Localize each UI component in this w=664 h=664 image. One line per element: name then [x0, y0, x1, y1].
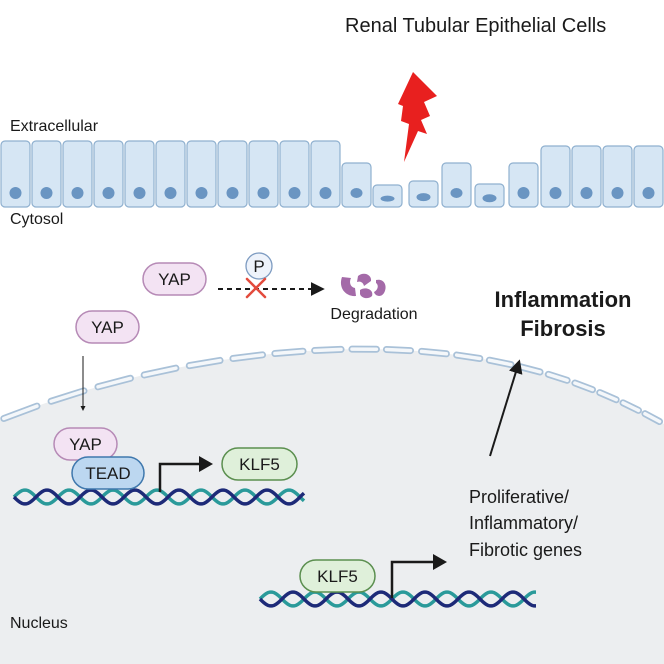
transcription-arrowhead-klf5	[199, 456, 213, 472]
cell-nucleus	[611, 187, 624, 199]
cell-nucleus	[350, 188, 363, 198]
cell-nucleus	[164, 187, 177, 199]
nuclear-pore-segment-inner	[142, 366, 178, 377]
phosphate-label: P	[253, 257, 264, 276]
nuclear-pore-segment-inner	[518, 364, 542, 374]
phosphate-circle	[245, 252, 273, 280]
tead-pill	[71, 456, 145, 490]
epithelial-cell-layer	[0, 140, 664, 208]
nuclear-pore-segment-inner	[643, 411, 662, 424]
nucleus-label: Nucleus	[10, 615, 68, 632]
transcription-arrow-genes	[390, 560, 437, 598]
klf5-product-label: KLF5	[239, 455, 280, 474]
epithelial-cell	[0, 140, 31, 208]
epithelial-cell	[248, 140, 279, 208]
epithelial-cell	[93, 140, 124, 208]
nuclear-pore-segment-inner	[598, 390, 618, 402]
nuclear-pore-segment-inner	[312, 347, 343, 353]
epithelial-cell	[217, 140, 248, 208]
nuclear-pore-segment-inner	[49, 389, 86, 403]
diagram-title: Renal Tubular Epithelial Cells	[345, 15, 606, 37]
tead-label: TEAD	[85, 464, 130, 483]
nuclear-pore-segment-inner	[546, 372, 569, 383]
nuclear-pore-segment-inner	[487, 358, 513, 367]
cell-nucleus	[71, 187, 84, 199]
epithelial-cell	[186, 140, 217, 208]
epithelial-cell	[571, 145, 602, 208]
yap-cytosol-label: YAP	[158, 270, 191, 289]
outcome-inflammation: Inflammation	[495, 287, 632, 312]
cell-nucleus	[288, 187, 301, 199]
epithelial-cell	[633, 145, 664, 208]
cell-nucleus	[40, 187, 53, 199]
cell-nucleus	[226, 187, 239, 199]
dna-strand-b	[258, 590, 536, 608]
cell-nucleus	[580, 187, 593, 199]
nuclear-membrane	[0, 345, 664, 426]
yap-migrating-label: YAP	[91, 318, 124, 337]
cell-nucleus	[517, 187, 530, 199]
cell-nucleus	[380, 195, 395, 202]
yap-nuclear-label: YAP	[69, 435, 102, 454]
epithelial-cell	[62, 140, 93, 208]
target-genes-line-3: Fibrotic genes	[469, 540, 582, 560]
yap-cytosol-pill	[142, 262, 207, 296]
cell-nucleus	[9, 187, 22, 199]
epithelial-cell	[602, 145, 633, 208]
cell-nucleus	[482, 194, 497, 203]
nuclear-pore-segment-inner	[573, 381, 595, 392]
cell-nucleus	[416, 193, 431, 202]
cell-nucleus	[102, 187, 115, 199]
cell-nucleus	[319, 187, 332, 199]
nuclear-pore-segment-inner	[621, 401, 641, 413]
nuclear-pore-segment-inner	[231, 353, 265, 361]
extracellular-label: Extracellular	[10, 118, 99, 135]
dna-strand-a	[12, 488, 306, 506]
outcome-fibrosis: Fibrosis	[520, 316, 606, 341]
epithelial-cell	[124, 140, 155, 208]
cell-nucleus	[195, 187, 208, 199]
nuclear-pore-segment-inner	[454, 353, 482, 361]
nuclear-pore-segment-inner	[96, 376, 133, 389]
protein-fragments-icon	[340, 273, 386, 299]
cell-nucleus	[450, 188, 463, 198]
yap-migrating-pill	[75, 310, 140, 344]
epithelial-cell	[441, 162, 472, 208]
target-genes-line-2: Inflammatory/	[469, 513, 578, 533]
cell-nucleus	[642, 187, 655, 199]
x-cross-icon	[245, 277, 267, 299]
nuclear-pore-segment-inner	[384, 347, 413, 353]
epithelial-cell	[341, 162, 372, 208]
degradation-label: Degradation	[330, 306, 417, 323]
transcription-arrowhead-genes	[433, 554, 447, 570]
nuclear-pore-segment-inner	[2, 404, 39, 421]
klf5-bound-pill	[299, 559, 376, 593]
cell-nucleus	[133, 187, 146, 199]
nuclear-pore-segment-inner	[187, 358, 222, 368]
nuclear-pore-segment-inner	[419, 349, 449, 356]
epithelial-cell	[310, 140, 341, 208]
klf5-bound-label: KLF5	[317, 567, 358, 586]
lightning-bolt-icon	[398, 72, 437, 162]
target-genes-line-1: Proliferative/	[469, 487, 569, 507]
outcome-arrow	[489, 359, 523, 457]
epithelial-cell	[540, 145, 571, 208]
klf5-product-pill	[221, 447, 298, 481]
dna-strand-a	[258, 590, 536, 608]
transcription-arrow-klf5	[158, 462, 203, 492]
dna-strand-right	[258, 590, 536, 608]
cell-nucleus	[549, 187, 562, 199]
nuclear-pore-segment-inner	[273, 349, 305, 356]
epithelial-cell	[31, 140, 62, 208]
cytosol-label: Cytosol	[10, 211, 63, 228]
epithelial-cell	[508, 162, 539, 208]
cell-nucleus	[257, 187, 270, 199]
epithelial-cell	[155, 140, 186, 208]
epithelial-cell	[279, 140, 310, 208]
